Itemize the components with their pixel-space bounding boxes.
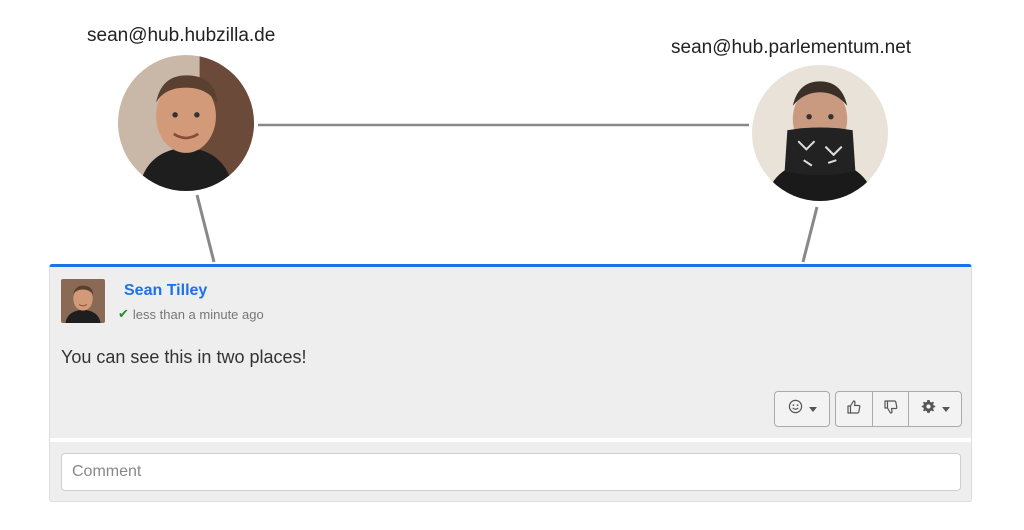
chevron-down-icon (808, 406, 817, 412)
gear-icon (921, 399, 936, 419)
link-left-to-post (195, 194, 216, 263)
dislike-button[interactable] (872, 392, 908, 426)
left-node-label: sean@hub.hubzilla.de (87, 25, 276, 46)
like-button[interactable] (836, 392, 872, 426)
thumbs-down-icon (883, 399, 899, 420)
emoji-reaction-button[interactable] (775, 392, 829, 426)
left-profile-photo (118, 55, 254, 191)
author-name[interactable]: Sean Tilley (124, 282, 208, 299)
thumbs-up-icon (846, 399, 862, 420)
post-card: Sean Tilley ✔ less than a minute ago You… (49, 264, 972, 502)
smiley-icon (788, 399, 803, 419)
reaction-button-group (774, 391, 830, 427)
post-meta: ✔ less than a minute ago (118, 306, 264, 322)
link-right-to-post (801, 206, 819, 263)
post-time: less than a minute ago (132, 306, 264, 322)
author-avatar[interactable] (61, 279, 105, 323)
divider (50, 438, 971, 442)
settings-dropdown-button[interactable] (908, 392, 961, 426)
verified-check-icon: ✔ (118, 306, 129, 321)
right-node-label: sean@hub.parlementum.net (671, 37, 912, 58)
right-profile-photo (752, 65, 888, 201)
comment-input[interactable] (61, 453, 961, 491)
action-button-group (835, 391, 962, 427)
post-body: You can see this in two places! (61, 347, 307, 367)
chevron-down-icon (941, 406, 950, 412)
